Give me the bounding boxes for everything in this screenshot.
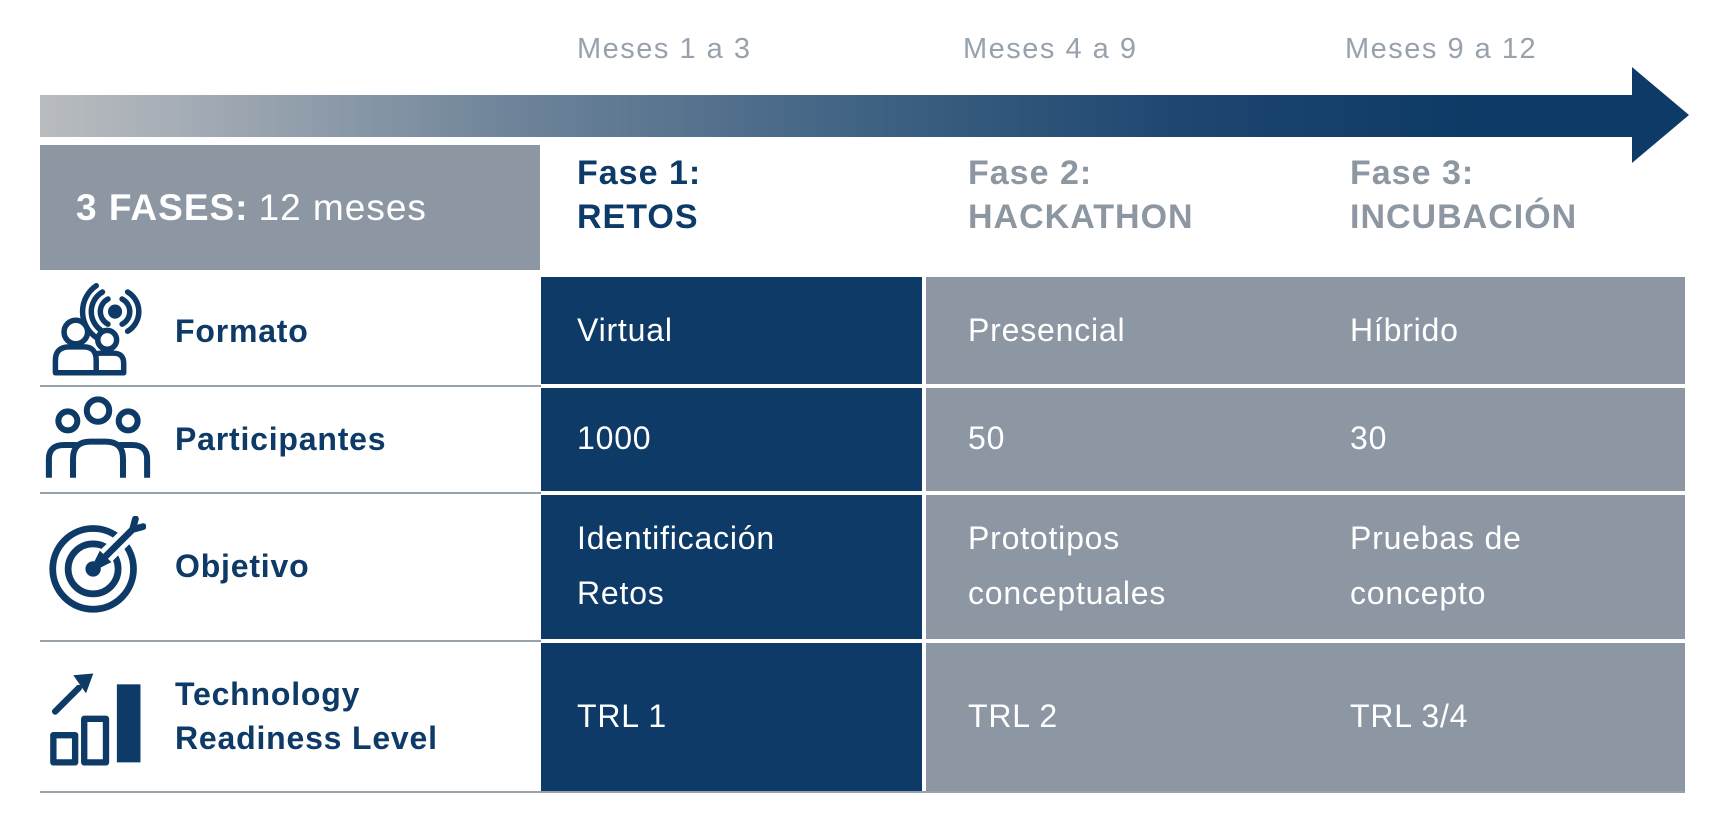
phase-1-header: Fase 1: RETOS (577, 154, 702, 236)
timeline-arrow-bar (40, 95, 1633, 137)
row-divider (541, 384, 1685, 388)
phases-legend-box: 3 FASES: 12 meses (40, 145, 540, 270)
phase-2-3-column (926, 277, 1685, 791)
target-dart-icon (46, 510, 152, 616)
cell-formato-fase1: Virtual (577, 312, 673, 348)
phase-2-header: Fase 2: HACKATHON (968, 154, 1194, 236)
row-divider (40, 492, 541, 494)
trl-bar-chart-icon (46, 668, 146, 766)
cell-trl-fase1: TRL 1 (577, 697, 667, 734)
cell-participantes-fase1: 1000 (577, 420, 652, 456)
right-arrow-icon (1632, 67, 1689, 163)
row-divider (40, 640, 541, 642)
cell-objetivo-fase2: Prototipos conceptuales (968, 520, 1167, 611)
legend-bold-text: 3 FASES: (76, 186, 249, 228)
row-label-participantes: Participantes (175, 420, 387, 457)
cell-formato-fase3: Híbrido (1350, 312, 1459, 348)
cell-participantes-fase3: 30 (1350, 420, 1388, 456)
row-divider (541, 639, 1685, 643)
table-bottom-divider (40, 791, 1685, 793)
people-broadcast-icon (46, 282, 148, 382)
cell-trl-fase2: TRL 2 (968, 697, 1058, 734)
cell-trl-fase3: TRL 3/4 (1350, 697, 1469, 734)
row-divider (40, 385, 541, 387)
phase-3-header: Fase 3: INCUBACIÓN (1350, 154, 1578, 236)
row-label-objetivo: Objetivo (175, 548, 310, 584)
row-label-formato: Formato (175, 312, 309, 349)
row-divider (541, 491, 1685, 495)
timeline-label-3: Meses 9 a 12 (1345, 33, 1538, 65)
legend-regular-text: 12 meses (258, 186, 427, 228)
row-label-trl: Technology Readiness Level (175, 676, 438, 756)
timeline-label-1: Meses 1 a 3 (577, 33, 752, 65)
cell-objetivo-fase3: Pruebas de concepto (1350, 520, 1522, 611)
group-people-icon (42, 396, 154, 482)
phase-1-column (541, 277, 922, 791)
cell-participantes-fase2: 50 (968, 420, 1006, 456)
cell-objetivo-fase1: Identificación Retos (577, 520, 775, 611)
cell-formato-fase2: Presencial (968, 312, 1126, 348)
timeline-label-2: Meses 4 a 9 (963, 33, 1138, 65)
